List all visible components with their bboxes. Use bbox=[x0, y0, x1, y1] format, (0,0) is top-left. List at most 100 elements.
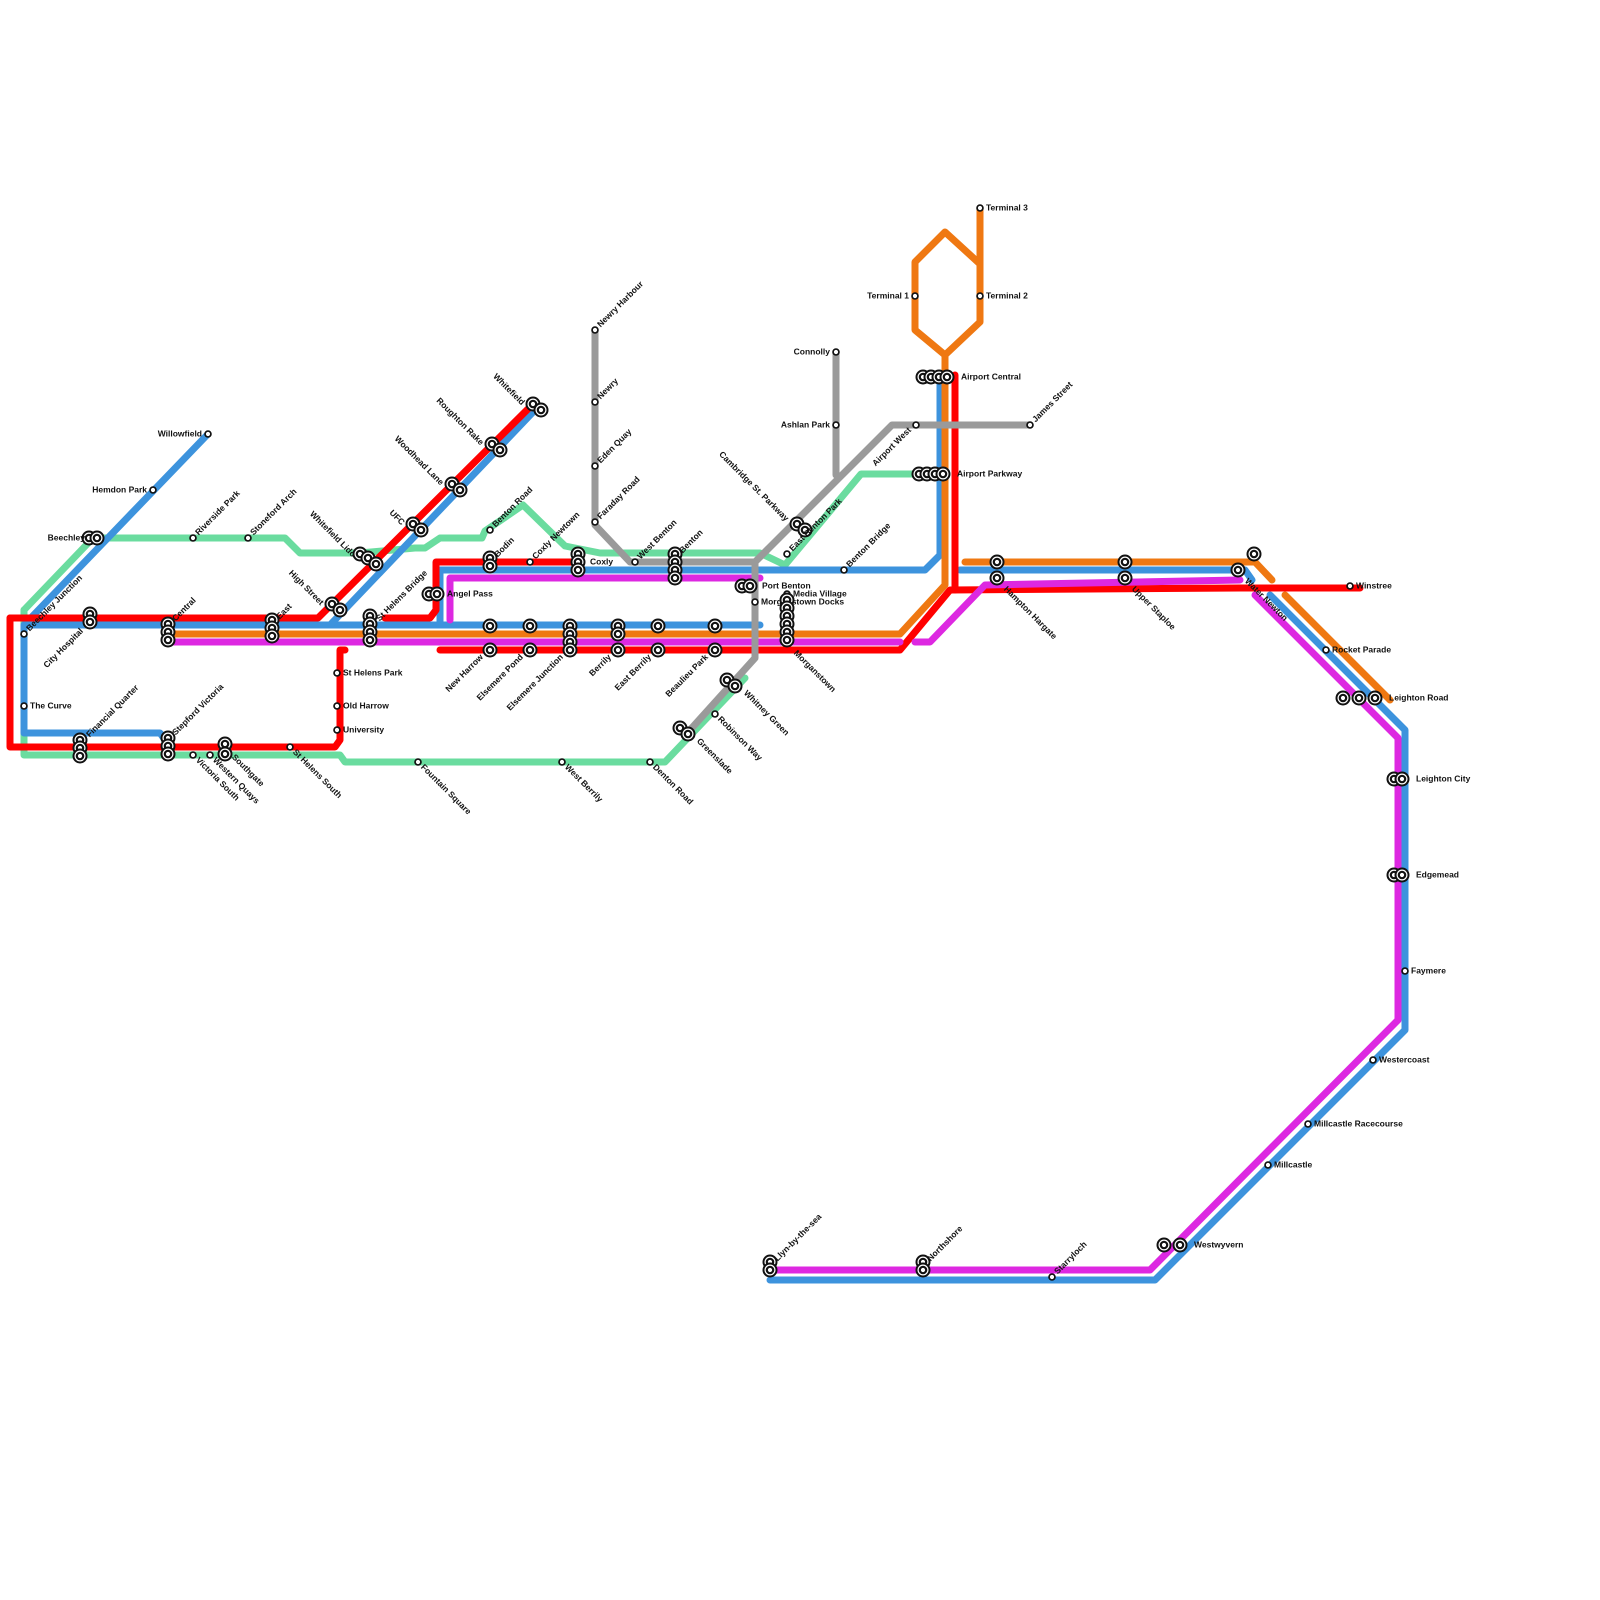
station-label: Faraday Road bbox=[595, 474, 642, 521]
interchange-marker-ring bbox=[1175, 1240, 1185, 1250]
station-whitefield-lido[interactable]: Whitefield Lido bbox=[308, 509, 384, 572]
red-line-main bbox=[6, 614, 349, 751]
station-marker-fill bbox=[1323, 647, 1329, 653]
station-label: Media Village bbox=[793, 588, 847, 598]
interchange-marker-ring bbox=[722, 675, 732, 685]
station-label: UFC bbox=[388, 508, 407, 527]
station-financial-quarter[interactable]: Financial Quarter bbox=[72, 682, 141, 764]
magenta-line-east bbox=[911, 576, 1244, 646]
station-ashlan-park[interactable]: Ashlan Park bbox=[781, 419, 840, 429]
station-marker-fill bbox=[190, 535, 196, 541]
station-riverside-park[interactable]: Riverside Park bbox=[189, 488, 242, 542]
station-label: Leighton Road bbox=[1389, 692, 1449, 702]
station-terminal-2[interactable]: Terminal 2 bbox=[976, 290, 1028, 300]
station-label: Airport Central bbox=[961, 371, 1021, 381]
station-port-benton[interactable]: Port Benton bbox=[734, 578, 811, 594]
magenta-line-upper bbox=[446, 574, 764, 624]
station-old-harrow[interactable]: Old Harrow bbox=[333, 700, 389, 710]
station-label: University bbox=[343, 724, 384, 734]
station-label: City Hospital bbox=[41, 626, 85, 670]
station-woodhead-lane[interactable]: Woodhead Lane bbox=[393, 434, 468, 498]
station-cambridge-st-parkway[interactable]: Cambridge St. Parkway bbox=[717, 449, 813, 538]
station-denton-road[interactable]: Denton Road bbox=[646, 758, 695, 806]
interchange-marker-ring bbox=[485, 621, 495, 631]
station-label: Fountain Square bbox=[419, 762, 474, 817]
magenta-line-southeast bbox=[766, 591, 1402, 1274]
station-benton-bridge[interactable]: Benton Bridge bbox=[840, 520, 893, 574]
interchange-marker-ring bbox=[1249, 549, 1259, 559]
interchange-marker-ring bbox=[613, 629, 623, 639]
interchange-marker-ring bbox=[573, 565, 583, 575]
station-airport-parkway[interactable]: Airport Parkway bbox=[911, 466, 1023, 482]
station-marker-fill bbox=[1049, 1274, 1055, 1280]
station-label: Bodin bbox=[492, 535, 516, 559]
station-angel-pass[interactable]: Angel Pass bbox=[421, 586, 494, 602]
station-marker-fill bbox=[592, 327, 598, 333]
interchange-marker-ring bbox=[1120, 557, 1130, 567]
station-label: West Berrily bbox=[563, 762, 605, 804]
station-marker-fill bbox=[487, 527, 493, 533]
station-winstree[interactable]: Winstree bbox=[1346, 580, 1392, 590]
station-leighton-city[interactable]: Leighton City bbox=[1386, 771, 1471, 787]
station-stoneford-arch[interactable]: Stoneford Arch bbox=[244, 486, 299, 542]
station-label: Denton Road bbox=[651, 762, 695, 806]
station-airport-central[interactable]: Airport Central bbox=[915, 369, 1021, 385]
station-beechley[interactable]: Beechley bbox=[48, 530, 105, 546]
interchange-marker-ring bbox=[455, 485, 465, 495]
station-st-helens-park[interactable]: St Helens Park bbox=[333, 667, 403, 677]
interchange-marker-ring bbox=[710, 621, 720, 631]
station-connolly[interactable]: Connolly bbox=[794, 346, 840, 356]
interchange-marker-ring bbox=[800, 525, 810, 535]
station-label: Roughton Rake bbox=[435, 396, 487, 448]
station-james-street[interactable]: James Street bbox=[1026, 379, 1075, 429]
station-ufc[interactable]: UFC bbox=[388, 508, 429, 538]
station-faymere[interactable]: Faymere bbox=[1401, 965, 1446, 975]
station-label: Faymere bbox=[1411, 965, 1446, 975]
station-westercoast[interactable]: Westercoast bbox=[1369, 1054, 1430, 1064]
station-label: Whitefield bbox=[491, 371, 527, 407]
station-roughton-rake[interactable]: Roughton Rake bbox=[435, 396, 508, 458]
station-faraday-road[interactable]: Faraday Road bbox=[591, 474, 642, 526]
station-edgemead[interactable]: Edgemead bbox=[1386, 867, 1460, 883]
station-marker-fill bbox=[1402, 968, 1408, 974]
station-label: Greenslade bbox=[695, 736, 735, 776]
station-university[interactable]: University bbox=[333, 724, 384, 734]
station-millcastle[interactable]: Millcastle bbox=[1264, 1159, 1313, 1169]
station-marker-fill bbox=[1265, 1162, 1271, 1168]
interchange-marker-ring bbox=[1354, 693, 1364, 703]
station-upper-staploe[interactable]: Upper Staploe bbox=[1117, 554, 1179, 632]
station-coxly[interactable]: Coxly bbox=[570, 546, 614, 578]
station-marker-fill bbox=[977, 293, 983, 299]
station-label: Whitney Green bbox=[742, 688, 791, 737]
interchange-marker-ring bbox=[536, 405, 546, 415]
interchange-marker-ring bbox=[745, 581, 755, 591]
station-leighton-road[interactable]: Leighton Road bbox=[1335, 690, 1449, 706]
station-newry-harbour[interactable]: Newry Harbour bbox=[591, 278, 646, 334]
interchange-marker-ring bbox=[447, 479, 457, 489]
station-hemdon-park[interactable]: Hemdon Park bbox=[92, 484, 157, 494]
station-whitefield[interactable]: Whitefield bbox=[491, 371, 549, 418]
interchange-marker-ring bbox=[942, 372, 952, 382]
interchange-marker-ring bbox=[75, 751, 85, 761]
station-terminal-3[interactable]: Terminal 3 bbox=[976, 202, 1028, 212]
station-rocket-parade[interactable]: Rocket Parade bbox=[1322, 644, 1391, 654]
station-label: St Helens Park bbox=[343, 667, 403, 677]
interchange-marker-ring bbox=[335, 605, 345, 615]
station-high-street[interactable]: High Street bbox=[287, 568, 348, 618]
station-label: New Harrow bbox=[443, 652, 485, 694]
station-starryloch[interactable]: Starryloch bbox=[1048, 1239, 1089, 1281]
interchange-marker-ring bbox=[1159, 1240, 1169, 1250]
station-label: Berrily bbox=[587, 652, 613, 678]
station-label: Ashlan Park bbox=[781, 419, 830, 429]
station-morganstown-docks[interactable]: Morganstown Docks bbox=[751, 596, 844, 606]
station-westwyvern[interactable]: Westwyvern bbox=[1156, 1237, 1244, 1253]
station-label: Beechley bbox=[48, 532, 86, 542]
station-millcastle-racecourse[interactable]: Millcastle Racecourse bbox=[1304, 1118, 1403, 1128]
station-willowfield[interactable]: Willowfield bbox=[158, 428, 212, 438]
interchange-marker-ring bbox=[487, 439, 497, 449]
station-label: Morganstown bbox=[792, 648, 838, 694]
station-terminal-1[interactable]: Terminal 1 bbox=[867, 290, 919, 300]
station-the-curve[interactable]: The Curve bbox=[20, 700, 72, 710]
station-fountain-square[interactable]: Fountain Square bbox=[414, 758, 474, 817]
